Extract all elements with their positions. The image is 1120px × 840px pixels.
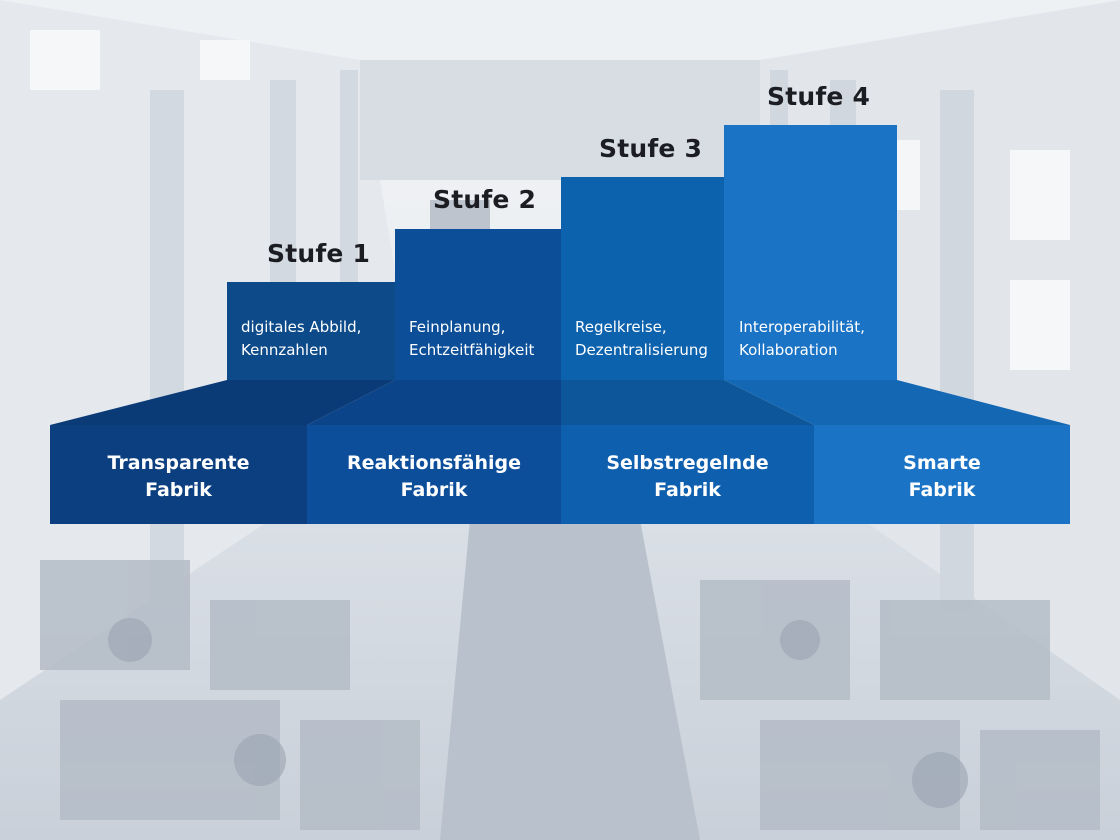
level-title-2: Stufe 2	[433, 185, 537, 214]
base-label-4: Smarte Fabrik	[903, 452, 981, 501]
base-label-2: Reaktionsfähige Fabrik	[346, 452, 522, 501]
base-block-4	[814, 425, 1070, 524]
level-description-1: digitales Abbild, Kennzahlen	[241, 318, 362, 359]
level-description-4: Interoperabilität, Kollaboration	[739, 318, 865, 359]
level-box-1	[227, 282, 395, 380]
level-title-4: Stufe 4	[767, 82, 871, 111]
level-box-2	[395, 229, 561, 380]
base-block-1	[50, 425, 307, 524]
level-description-3: Regelkreise, Dezentralisierung	[575, 318, 708, 359]
base-top-face-4	[724, 380, 1070, 425]
base-top-face-3	[561, 380, 814, 425]
level-box-4	[724, 125, 897, 380]
base-label-3: Selbstregelnde Fabrik	[606, 452, 769, 501]
level-description-2: Feinplanung, Echtzeitfähigkeit	[409, 318, 535, 359]
level-title-1: Stufe 1	[267, 239, 371, 268]
level-box-3	[561, 177, 724, 380]
base-top-face-2	[307, 380, 561, 425]
base-label-1: Transparente Fabrik	[107, 452, 250, 501]
base-block-2	[307, 425, 561, 524]
level-title-3: Stufe 3	[599, 134, 703, 163]
base-top-face-1	[50, 380, 395, 425]
base-block-3	[561, 425, 814, 524]
